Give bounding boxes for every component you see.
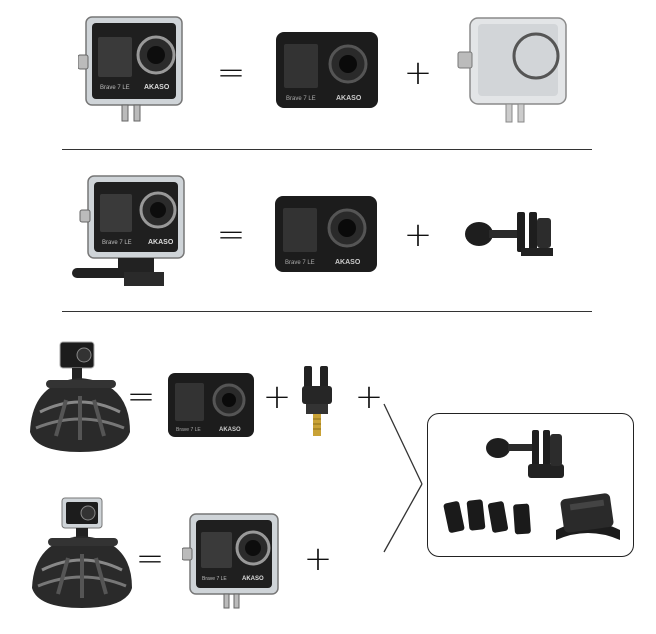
- adhesive-pads-icon: [442, 496, 538, 542]
- helmet-mount-kit-box: [427, 413, 634, 557]
- svg-text:Brave 7 LE: Brave 7 LE: [202, 576, 227, 582]
- logo-label: AKASO: [144, 84, 170, 91]
- equals-sign: =: [126, 377, 156, 417]
- divider-2: [62, 311, 592, 312]
- svg-text:Brave 7 LE: Brave 7 LE: [176, 427, 201, 433]
- svg-text:Brave 7 LE: Brave 7 LE: [286, 96, 316, 102]
- helmet-with-camera-icon: [28, 496, 136, 614]
- row-4: = Brave 7 LE AKASO +: [0, 490, 656, 634]
- equals-sign: =: [135, 539, 165, 579]
- waterproof-case-icon: [456, 14, 576, 126]
- svg-text:AKASO: AKASO: [335, 259, 361, 266]
- camera-in-waterproof-case-icon: Brave 7 LE AKASO: [78, 15, 190, 125]
- action-camera-icon: Brave 7 LE AKASO: [274, 28, 382, 112]
- plus-sign: +: [303, 539, 333, 579]
- plus-sign: +: [354, 377, 384, 417]
- action-camera-icon: Brave 7 LE AKASO: [166, 370, 256, 442]
- row-1: Brave 7 LE AKASO = Brave 7 LE AKASO +: [0, 0, 656, 150]
- thumb-screw-mount-icon: [463, 208, 559, 258]
- svg-text:AKASO: AKASO: [242, 576, 264, 582]
- plus-sign: +: [403, 53, 433, 93]
- svg-text:AKASO: AKASO: [336, 95, 362, 102]
- row-3: = Brave 7 LE AKASO + +: [0, 312, 656, 462]
- svg-text:AKASO: AKASO: [219, 427, 241, 433]
- row-2: Brave 7 LE AKASO = Brave 7 LE AKASO +: [0, 150, 656, 312]
- helmet-with-camera-icon: [26, 340, 134, 460]
- divider-1: [62, 149, 592, 150]
- plus-sign: +: [262, 377, 292, 417]
- equals-sign: =: [216, 53, 246, 93]
- svg-text:AKASO: AKASO: [148, 239, 174, 246]
- action-camera-icon: Brave 7 LE AKASO: [273, 192, 381, 276]
- plus-sign: +: [403, 215, 433, 255]
- camera-in-waterproof-case-icon: Brave 7 LE AKASO: [182, 512, 286, 612]
- model-label: Brave 7 LE: [100, 85, 130, 91]
- equals-sign: =: [216, 215, 246, 255]
- camera-in-frame-with-mount-icon: Brave 7 LE AKASO: [70, 174, 196, 290]
- helmet-mount-kit-icon: [484, 428, 576, 482]
- tripod-adapter-icon: [294, 364, 340, 440]
- curved-mount-icon: [552, 486, 624, 544]
- svg-text:Brave 7 LE: Brave 7 LE: [102, 240, 132, 246]
- svg-text:Brave 7 LE: Brave 7 LE: [285, 260, 315, 266]
- bracket-lines: [380, 400, 430, 560]
